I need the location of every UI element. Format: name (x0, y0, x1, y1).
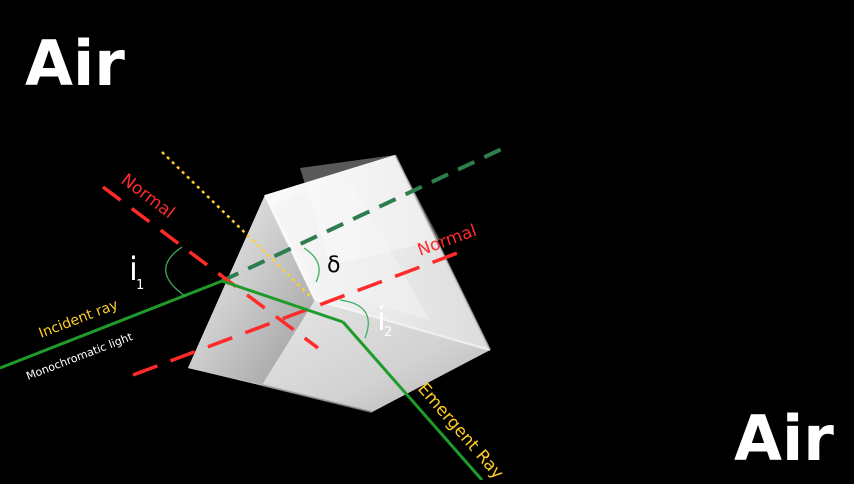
angle-i2-letter: i (377, 300, 386, 338)
air-label-top: Air (25, 27, 125, 100)
incident-extension-line (221, 144, 509, 283)
angle-i2-subscript: 2 (384, 325, 392, 340)
angle-i1-letter: i (129, 250, 138, 288)
normal-line-right (132, 250, 461, 377)
glass-prism (188, 154, 491, 413)
normal-label-left: Normal (117, 170, 178, 223)
emergent-ray-label: Emergent Ray (413, 379, 507, 480)
emergent-ray-line (341, 321, 484, 481)
air-label-bottom: Air (734, 402, 834, 475)
refracted-ray-line (221, 279, 344, 324)
angle-delta-arc (303, 247, 320, 283)
angle-i1-arc (165, 246, 186, 297)
angle-i2-arc (339, 299, 369, 339)
angle-i1-subscript: 1 (136, 278, 144, 293)
incident-ray-label: Incident ray (37, 297, 121, 342)
deviation-angle-label: δ (327, 253, 340, 278)
normal-line-left (101, 185, 320, 350)
